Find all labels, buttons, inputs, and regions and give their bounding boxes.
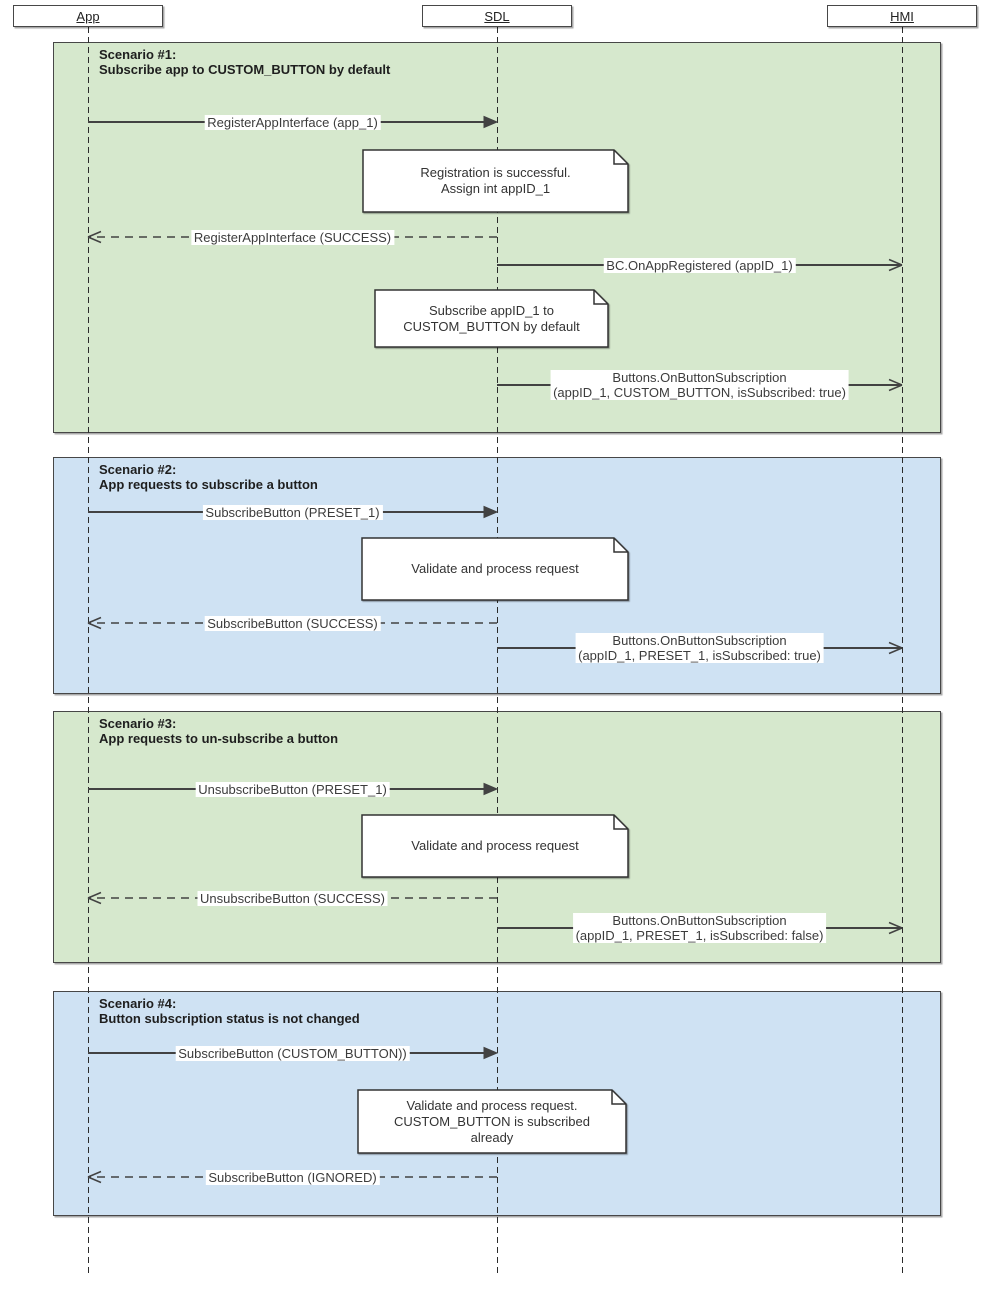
note-line: Validate and process request bbox=[411, 838, 579, 853]
message-label: RegisterAppInterface (SUCCESS) bbox=[190, 229, 395, 245]
actor-label: HMI bbox=[890, 8, 914, 24]
message-label-line: (appID_1, PRESET_1, isSubscribed: false) bbox=[572, 928, 827, 943]
message-label-line: Buttons.OnButtonSubscription bbox=[575, 633, 824, 648]
scenario-title-line: Scenario #4: bbox=[99, 996, 177, 1011]
message-label-line: SubscribeButton (CUSTOM_BUTTON)) bbox=[175, 1045, 410, 1061]
scenario-title-line: Scenario #2: bbox=[99, 462, 177, 477]
scenario-title: Scenario #1:Subscribe app to CUSTOM_BUTT… bbox=[99, 47, 390, 77]
note-fold-corner-icon bbox=[613, 538, 628, 553]
actor-box-app: App bbox=[13, 5, 163, 27]
actor-box-sdl: SDL bbox=[422, 5, 572, 27]
note-line: CUSTOM_BUTTON is subscribed bbox=[393, 1113, 590, 1129]
note-shape bbox=[362, 149, 629, 213]
note-line: CUSTOM_BUTTON by default bbox=[403, 318, 580, 334]
message-label-line: Buttons.OnButtonSubscription bbox=[572, 913, 827, 928]
message-label: UnsubscribeButton (PRESET_1) bbox=[195, 781, 390, 797]
message-label: Buttons.OnButtonSubscription(appID_1, CU… bbox=[550, 370, 849, 400]
scenario-title-line: Scenario #1: bbox=[99, 47, 177, 62]
note-shape bbox=[374, 289, 609, 348]
actor-box-hmi: HMI bbox=[827, 5, 977, 27]
scenario-title-line: Subscribe app to CUSTOM_BUTTON by defaul… bbox=[99, 62, 391, 77]
note: Registration is successful.Assign int ap… bbox=[363, 150, 628, 212]
message-label: SubscribeButton (SUCCESS) bbox=[204, 615, 381, 631]
note: Validate and process request.CUSTOM_BUTT… bbox=[358, 1090, 626, 1153]
message-label: BC.OnAppRegistered (appID_1) bbox=[603, 257, 796, 273]
note-line: Validate and process request. bbox=[406, 1097, 578, 1113]
scenario-title: Scenario #3:App requests to un-subscribe… bbox=[99, 716, 338, 746]
note-line: already bbox=[470, 1129, 514, 1145]
note-fold-corner-icon bbox=[611, 1090, 626, 1105]
message-label: SubscribeButton (PRESET_1) bbox=[202, 504, 383, 520]
message-label-line: SubscribeButton (PRESET_1) bbox=[202, 504, 383, 520]
message-arrow bbox=[87, 1170, 497, 1184]
lifeline-sdl bbox=[497, 27, 498, 1275]
note-line: Assign int appID_1 bbox=[440, 181, 551, 196]
note-shape bbox=[357, 1089, 627, 1154]
lifeline-app bbox=[88, 27, 89, 1275]
message-label-line: BC.OnAppRegistered (appID_1) bbox=[603, 257, 796, 273]
lifeline-hmi bbox=[902, 27, 903, 1275]
note-line: Subscribe appID_1 to bbox=[428, 302, 555, 318]
scenario-title-line: App requests to un-subscribe a button bbox=[99, 731, 339, 746]
note-line: Validate and process request bbox=[411, 561, 579, 576]
message-label-line: (appID_1, PRESET_1, isSubscribed: true) bbox=[575, 648, 824, 663]
message-label: RegisterAppInterface (app_1) bbox=[204, 114, 381, 130]
scenario-title-line: Scenario #3: bbox=[99, 716, 177, 731]
note: Validate and process request bbox=[362, 538, 628, 600]
message-label: SubscribeButton (IGNORED) bbox=[205, 1169, 380, 1185]
note-line: Registration is successful. bbox=[420, 165, 571, 180]
scenario-title-line: Button subscription status is not change… bbox=[99, 1011, 360, 1026]
message-arrow bbox=[87, 891, 497, 905]
scenario-title: Scenario #2:App requests to subscribe a … bbox=[99, 462, 318, 492]
note-fold-corner-icon bbox=[593, 290, 608, 305]
actor-label: SDL bbox=[484, 8, 510, 24]
note-fold-corner-icon bbox=[613, 150, 628, 165]
message-label-line: (appID_1, CUSTOM_BUTTON, isSubscribed: t… bbox=[550, 385, 849, 400]
message-label: SubscribeButton (CUSTOM_BUTTON)) bbox=[175, 1045, 410, 1061]
message-label-line: UnsubscribeButton (PRESET_1) bbox=[195, 781, 390, 797]
message-label: UnsubscribeButton (SUCCESS) bbox=[197, 890, 388, 906]
note-shape bbox=[361, 537, 629, 601]
note-shape bbox=[361, 814, 629, 878]
message-arrow bbox=[87, 230, 497, 244]
message-label-line: RegisterAppInterface (app_1) bbox=[204, 114, 381, 130]
message-label: Buttons.OnButtonSubscription(appID_1, PR… bbox=[575, 633, 824, 663]
message-label: Buttons.OnButtonSubscription(appID_1, PR… bbox=[572, 913, 827, 943]
scenario-title: Scenario #4:Button subscription status i… bbox=[99, 996, 360, 1026]
message-arrow bbox=[87, 616, 497, 630]
message-label-line: Buttons.OnButtonSubscription bbox=[550, 370, 849, 385]
message-label-line: SubscribeButton (IGNORED) bbox=[205, 1169, 380, 1185]
actor-label: App bbox=[76, 8, 100, 24]
message-label-line: SubscribeButton (SUCCESS) bbox=[204, 615, 381, 631]
scenario-title-line: App requests to subscribe a button bbox=[99, 477, 318, 492]
message-label-line: RegisterAppInterface (SUCCESS) bbox=[190, 229, 395, 245]
note: Validate and process request bbox=[362, 815, 628, 877]
note-fold-corner-icon bbox=[613, 815, 628, 830]
message-label-line: UnsubscribeButton (SUCCESS) bbox=[197, 890, 388, 906]
